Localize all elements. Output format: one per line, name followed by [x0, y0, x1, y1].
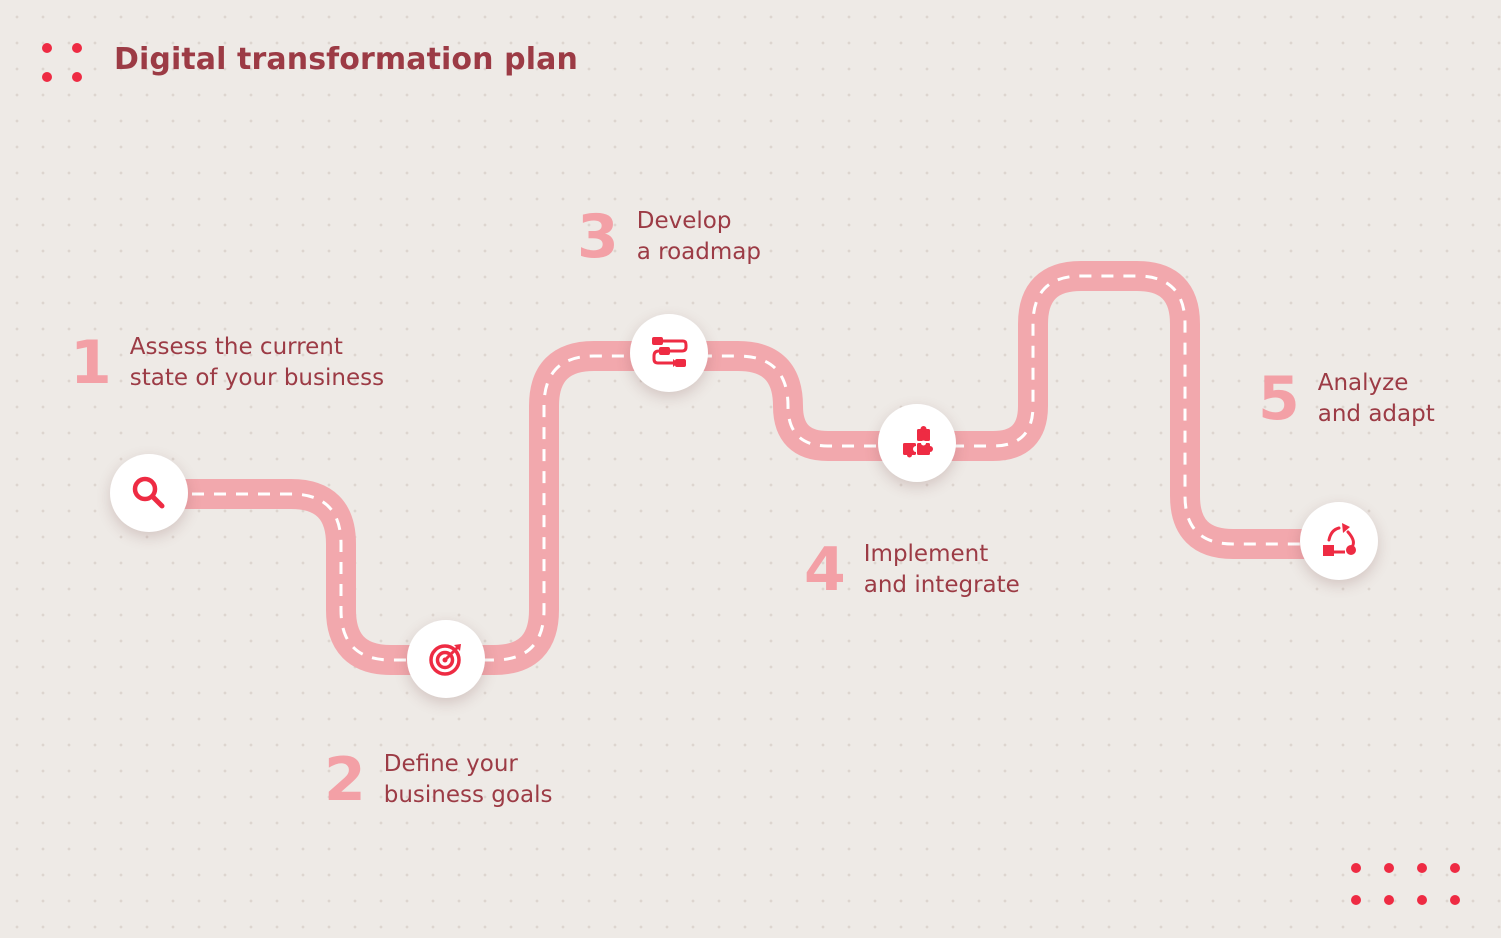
step-4-label: 4 Implement and integrate [804, 539, 1020, 601]
step-number: 4 [804, 535, 846, 605]
step-line: and adapt [1317, 401, 1435, 427]
corner-dot [1417, 895, 1427, 905]
step-2-node[interactable] [407, 620, 485, 698]
step-2-label: 2 Define your business goals [324, 749, 552, 811]
roadmap-icon [652, 337, 688, 367]
step-3-node[interactable] [630, 314, 708, 392]
logo-dot [42, 72, 52, 82]
corner-dot [1450, 895, 1460, 905]
logo-dot [42, 43, 52, 53]
step-number: 3 [577, 202, 619, 272]
page-title: Digital transformation plan [114, 42, 578, 77]
step-line: Analyze [1317, 370, 1409, 396]
corner-dot [1417, 863, 1427, 873]
step-1-node[interactable] [110, 454, 188, 532]
search-icon [132, 476, 165, 509]
logo-dot [72, 43, 82, 53]
puzzle-icon [903, 426, 933, 458]
step-number: 5 [1258, 364, 1300, 434]
step-line: a roadmap [636, 239, 761, 265]
step-4-node[interactable] [878, 404, 956, 482]
step-3-label: 3 Develop a roadmap [577, 206, 761, 268]
step-line: Define your [383, 751, 518, 777]
step-line: Develop [636, 208, 732, 234]
corner-dots [1350, 862, 1462, 908]
step-line: Assess the current [129, 334, 343, 360]
step-description: Develop a roadmap [637, 206, 761, 268]
step-line: Implement [863, 541, 989, 567]
corner-dot [1384, 863, 1394, 873]
step-5-node[interactable] [1300, 502, 1378, 580]
logo-dot [72, 72, 82, 82]
corner-dot [1384, 895, 1394, 905]
logo-dots [40, 42, 86, 84]
step-number: 1 [70, 328, 112, 398]
step-5-label: 5 Analyze and adapt [1258, 368, 1435, 430]
step-1-label: 1 Assess the current state of your busin… [70, 332, 384, 394]
corner-dot [1351, 895, 1361, 905]
step-description: Define your business goals [384, 749, 553, 811]
step-line: business goals [383, 782, 553, 808]
step-line: state of your business [129, 365, 385, 391]
cycle-icon [1323, 523, 1356, 556]
step-line: and integrate [863, 572, 1020, 598]
corner-dot [1351, 863, 1361, 873]
target-icon [429, 644, 461, 676]
step-description: Analyze and adapt [1318, 368, 1435, 430]
step-description: Assess the current state of your busines… [130, 332, 384, 394]
corner-dot [1450, 863, 1460, 873]
step-description: Implement and integrate [864, 539, 1020, 601]
step-number: 2 [324, 745, 366, 815]
